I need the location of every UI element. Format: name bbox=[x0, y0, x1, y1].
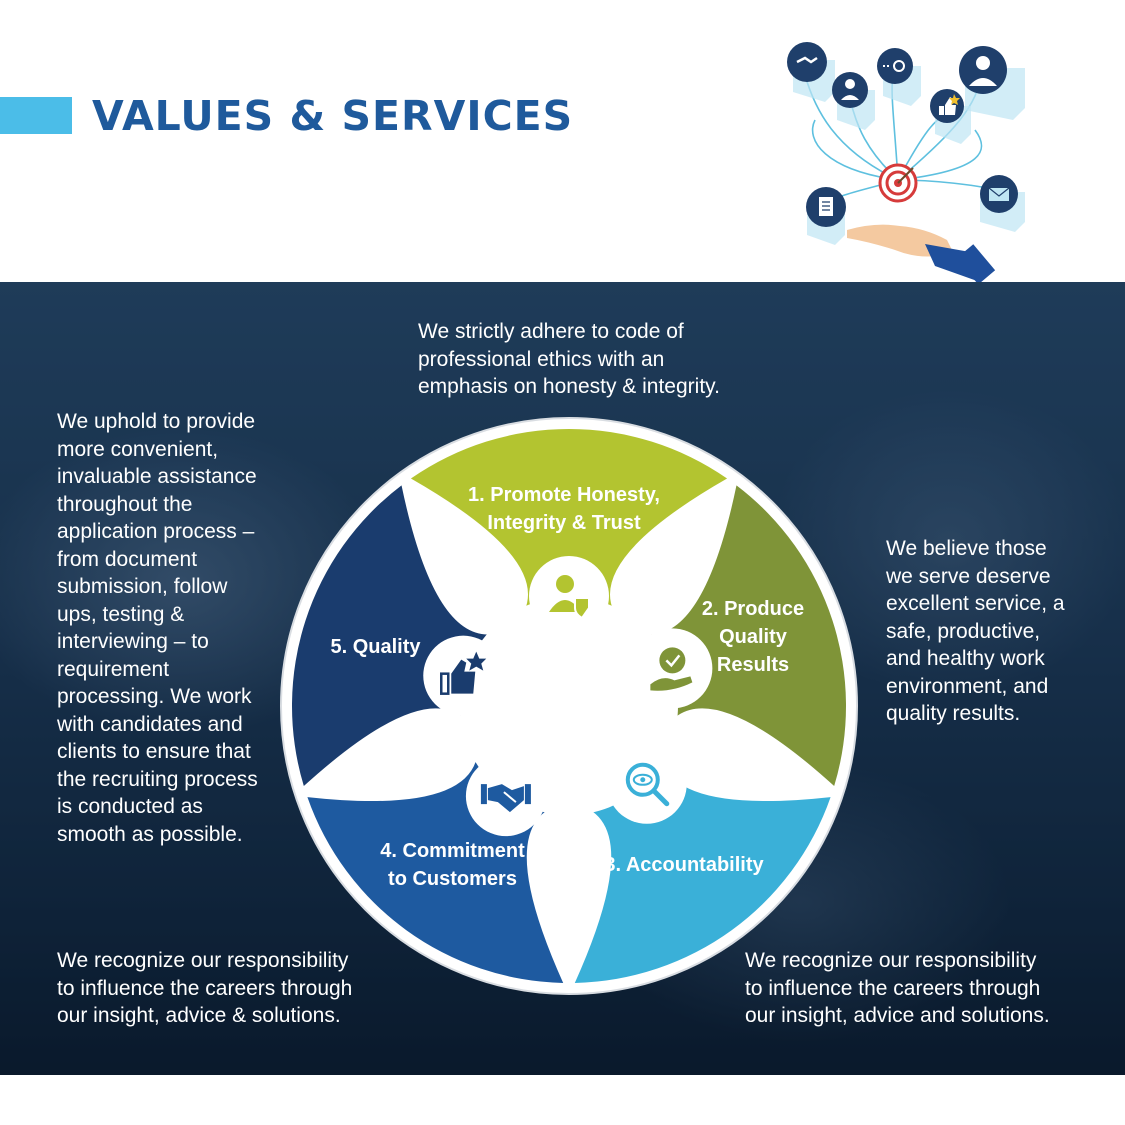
segment-label-honesty: 1. Promote Honesty, Integrity & Trust bbox=[468, 484, 660, 534]
document-icon bbox=[806, 187, 846, 245]
values-illustration bbox=[787, 42, 1025, 282]
person-icon bbox=[832, 72, 875, 130]
handshake-icon bbox=[787, 42, 835, 102]
segment-label-quality: 5. Quality bbox=[330, 636, 421, 658]
ethics-statement: We strictly adhere to code of profession… bbox=[418, 320, 720, 398]
title-accent-bar bbox=[0, 97, 72, 134]
segment-label-quality-results: 2. Produce Quality Results bbox=[701, 598, 805, 676]
envelope-icon bbox=[980, 175, 1025, 232]
handshake-icon bbox=[465, 756, 546, 837]
thumbs-up-icon bbox=[930, 89, 971, 144]
assistance-statement: We uphold to provide more convenient, in… bbox=[57, 410, 258, 846]
responsibility-statement-left: We recognize our responsibility to influ… bbox=[57, 949, 353, 1027]
segment-honesty bbox=[410, 429, 728, 627]
open-hand-icon bbox=[847, 224, 996, 282]
segment-label-commitment: 4. Commitment to Customers bbox=[380, 840, 525, 890]
segment-label-accountability: 3. Accountability bbox=[604, 854, 764, 876]
thumbs-up-star-icon bbox=[423, 635, 504, 716]
responsibility-statement-right: We recognize our responsibility to influ… bbox=[745, 949, 1050, 1027]
person-shield-icon bbox=[529, 556, 609, 636]
target-icon bbox=[878, 163, 918, 203]
businessman-icon bbox=[959, 46, 1025, 120]
segment-quality-results bbox=[627, 485, 846, 787]
service-statement: We believe those we serve deserve excell… bbox=[886, 537, 1065, 725]
page-title: VALUES & SERVICES bbox=[92, 92, 574, 140]
hand-gesture-icon bbox=[877, 48, 921, 106]
badge-hand-icon bbox=[632, 628, 713, 709]
eye-magnifier-icon bbox=[606, 743, 687, 824]
